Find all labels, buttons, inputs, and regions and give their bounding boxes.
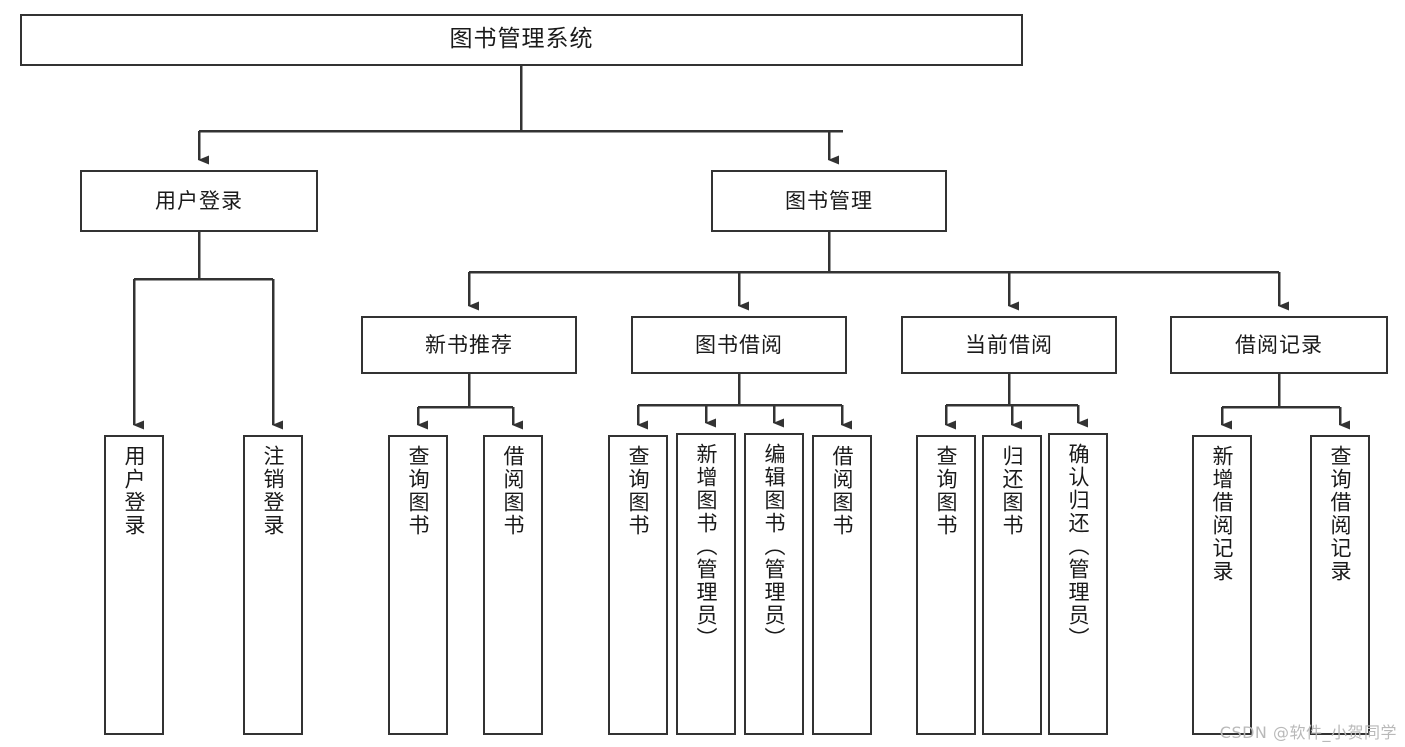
leaf-query-borrow-record[interactable]: 查询借阅记录 — [1310, 435, 1370, 735]
node-label: 注销登录 — [261, 445, 286, 537]
node-label: 查询图书 — [626, 445, 651, 537]
node-label: 当前借阅 — [965, 332, 1053, 357]
leaf-query-book-borrow[interactable]: 查询图书 — [608, 435, 668, 735]
leaf-borrow-book[interactable]: 借阅图书 — [812, 435, 872, 735]
leaf-edit-book-admin[interactable]: 编辑图书（管理员） — [744, 433, 804, 735]
node-label: 用户登录 — [155, 188, 243, 213]
node-label: 借阅记录 — [1235, 332, 1323, 357]
node-label: 查询图书 — [934, 445, 959, 537]
node-label: 新增图书（管理员） — [694, 443, 719, 650]
csdn-watermark: CSDN @软件_小贺同学 — [1219, 723, 1397, 742]
node-label: 归还图书 — [1000, 445, 1025, 537]
node-label: 借阅图书 — [830, 445, 855, 537]
leaf-add-book-admin[interactable]: 新增图书（管理员） — [676, 433, 736, 735]
node-label: 编辑图书（管理员） — [762, 443, 787, 650]
node-label: 借阅图书 — [501, 445, 526, 537]
leaf-query-book-recommendation[interactable]: 查询图书 — [388, 435, 448, 735]
node-book-manage[interactable]: 图书管理 — [711, 170, 947, 232]
leaf-logout[interactable]: 注销登录 — [243, 435, 303, 735]
node-new-book-recommendation[interactable]: 新书推荐 — [361, 316, 577, 374]
node-label: 新增借阅记录 — [1210, 445, 1235, 583]
node-label: 查询图书 — [406, 445, 431, 537]
node-label: 图书管理 — [785, 188, 873, 213]
node-label: 图书管理系统 — [449, 26, 594, 53]
node-root-book-management-system[interactable]: 图书管理系统 — [20, 14, 1023, 66]
leaf-add-borrow-record[interactable]: 新增借阅记录 — [1192, 435, 1252, 735]
node-label: 用户登录 — [122, 445, 147, 537]
node-label: 新书推荐 — [425, 332, 513, 357]
node-borrow-record[interactable]: 借阅记录 — [1170, 316, 1388, 374]
leaf-confirm-return-admin[interactable]: 确认归还（管理员） — [1048, 433, 1108, 735]
leaf-query-book-current[interactable]: 查询图书 — [916, 435, 976, 735]
leaf-user-login[interactable]: 用户登录 — [104, 435, 164, 735]
node-label: 确认归还（管理员） — [1066, 443, 1091, 650]
node-user-login[interactable]: 用户登录 — [80, 170, 318, 232]
node-label: 图书借阅 — [695, 332, 783, 357]
node-book-borrow[interactable]: 图书借阅 — [631, 316, 847, 374]
leaf-borrow-book-recommendation[interactable]: 借阅图书 — [483, 435, 543, 735]
node-current-borrow[interactable]: 当前借阅 — [901, 316, 1117, 374]
leaf-return-book[interactable]: 归还图书 — [982, 435, 1042, 735]
node-label: 查询借阅记录 — [1328, 445, 1353, 583]
